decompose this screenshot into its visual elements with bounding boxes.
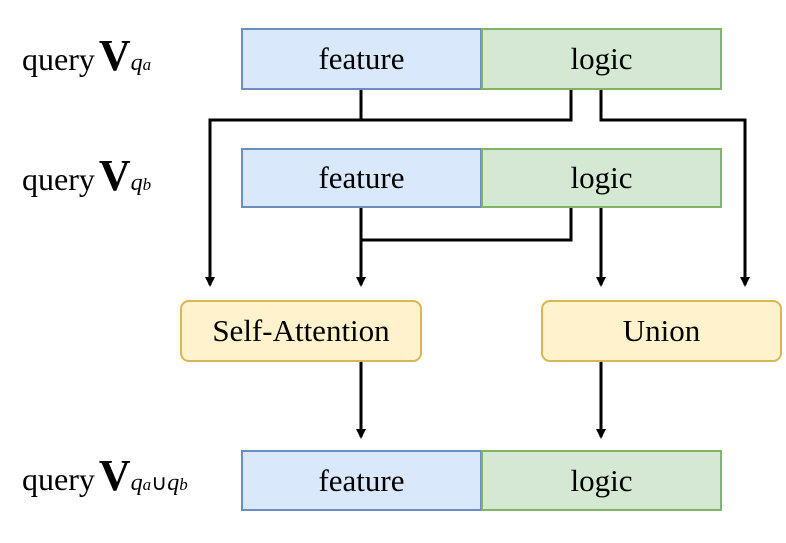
subscript-1: q <box>130 470 143 496</box>
sub-subscript-2: b <box>179 475 188 494</box>
query-b-logic-box: logic <box>481 148 722 208</box>
sub-subscript: b <box>142 175 152 194</box>
query-word: query <box>22 461 95 497</box>
query-b-feature-box: feature <box>241 148 482 208</box>
edge-qb-logic-to-self-attention <box>361 208 573 242</box>
row-label-query-union: query Vqa∪qb <box>22 450 188 501</box>
subscript-2: q <box>167 470 180 496</box>
query-word: query <box>22 161 95 197</box>
vector-symbol: V <box>98 151 131 200</box>
row-label-query-a: query Vqa <box>22 30 151 81</box>
query-word: query <box>22 41 95 77</box>
vector-symbol: V <box>98 31 131 80</box>
edge-qa-feature-to-self-attention <box>205 90 363 287</box>
query-a-feature-box: feature <box>241 28 482 90</box>
self-attention-box: Self-Attention <box>180 300 422 362</box>
edge-qa-logic-to-union <box>599 90 750 287</box>
union-box: Union <box>541 300 782 362</box>
subscript: q <box>130 170 143 196</box>
vector-symbol: V <box>98 451 131 500</box>
union-feature-box: feature <box>241 450 482 511</box>
sub-subscript: a <box>142 55 152 74</box>
union-symbol: ∪ <box>151 470 168 495</box>
sub-subscript-1: a <box>142 475 152 494</box>
subscript: q <box>130 50 143 76</box>
query-a-logic-box: logic <box>481 28 722 90</box>
union-logic-box: logic <box>481 450 722 511</box>
row-label-query-b: query Vqb <box>22 150 151 201</box>
edge-qa-logic-to-self-attention <box>361 90 573 122</box>
